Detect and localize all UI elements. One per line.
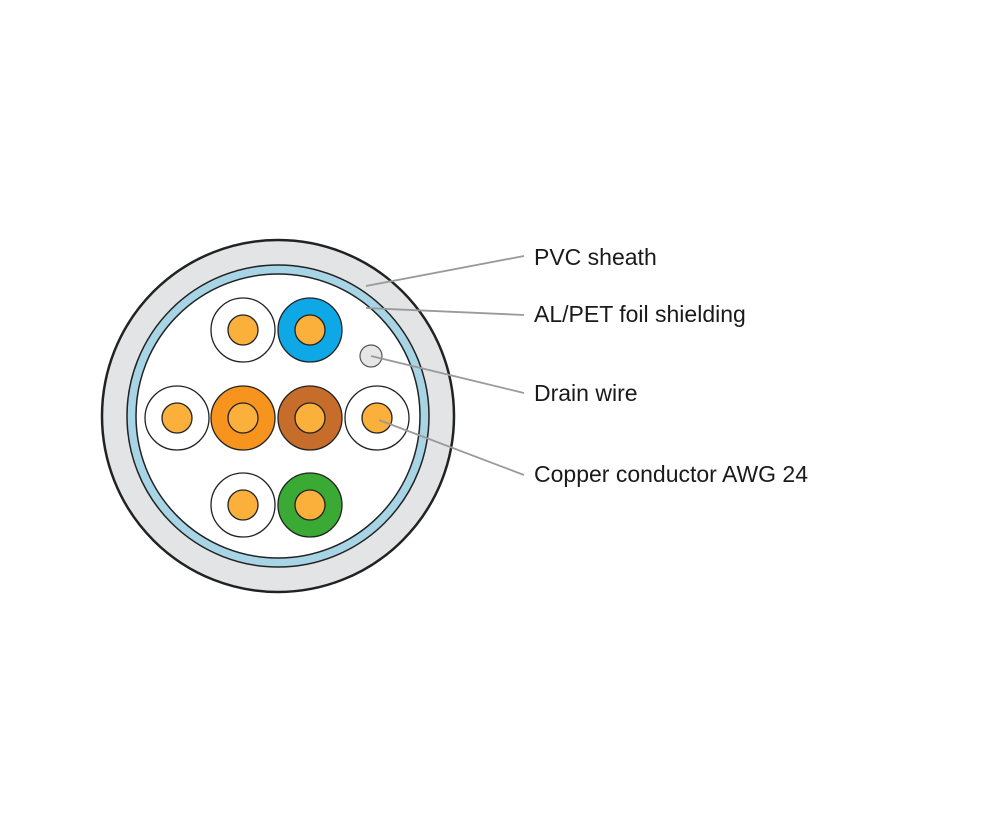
wire-green-stripe [210,472,276,538]
label-drain-wire: Drain wire [534,380,638,406]
copper-conductor [227,402,259,434]
wire-brown-stripe [344,385,410,451]
copper-conductor [161,402,193,434]
copper-conductor [227,489,259,521]
copper-conductor [227,314,259,346]
wire-blue-solid [277,297,343,363]
copper-conductor [294,314,326,346]
leader-line-drain-wire [370,355,525,394]
copper-conductor [294,489,326,521]
wire-blue-stripe [210,297,276,363]
label-foil-shielding: AL/PET foil shielding [534,301,746,327]
leader-line-foil-shielding [365,307,525,316]
copper-conductor [294,402,326,434]
wire-orange-stripe [144,385,210,451]
leader-line-copper-conductor [378,419,525,476]
wire-brown-solid [277,385,343,451]
copper-conductor [361,402,393,434]
wire-group [144,297,410,538]
wire-green-solid [277,472,343,538]
label-copper-conductor: Copper conductor AWG 24 [534,461,809,487]
wire-orange-solid [210,385,276,451]
label-pvc-sheath: PVC sheath [534,244,657,270]
leader-line-pvc-sheath [365,255,525,287]
